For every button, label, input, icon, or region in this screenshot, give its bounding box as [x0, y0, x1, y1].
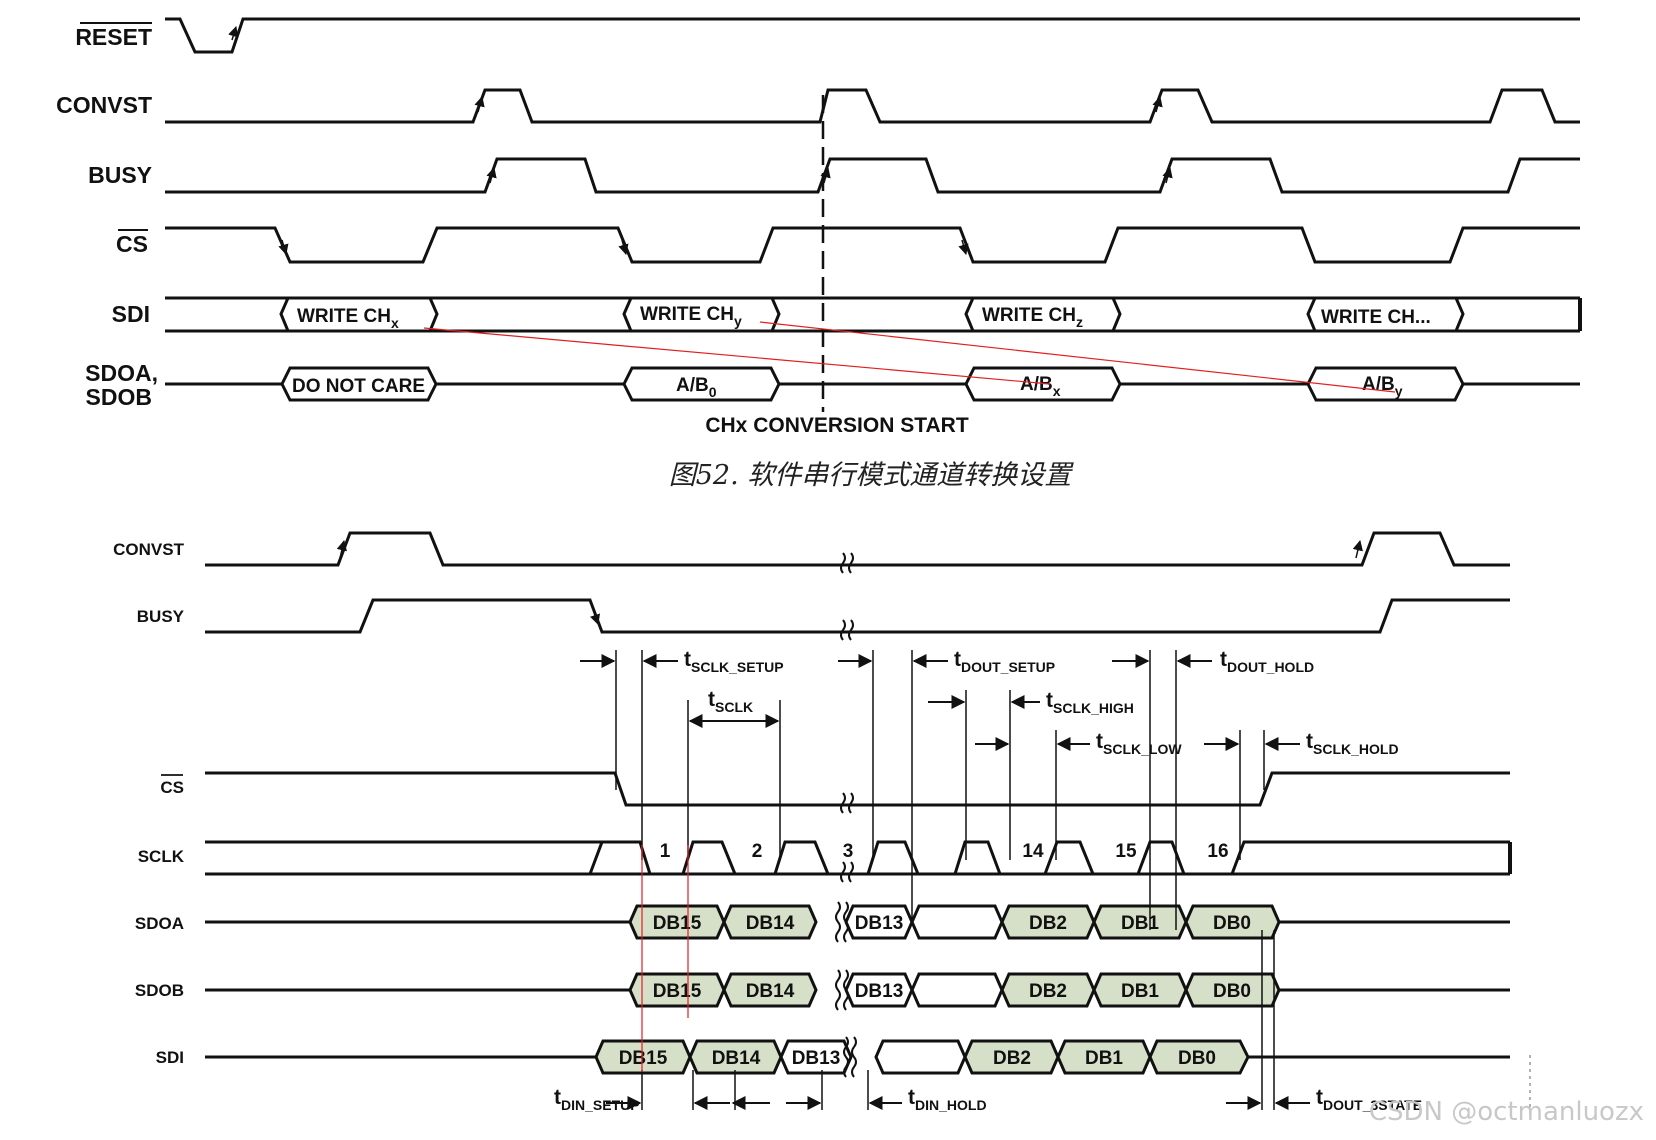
sdi-box-3-label: WRITE CHz: [982, 305, 1083, 330]
sdob-bit-db1: DB1: [1121, 981, 1159, 1002]
sdi-box-4: WRITE CH...: [1306, 296, 1465, 333]
sdi-bit-db1: DB1: [1085, 1048, 1123, 1069]
sdoa-bit-db0: DB0: [1213, 913, 1251, 934]
sdo-label-line1: SDOA,: [85, 360, 158, 386]
sdo-box-1-label: DO NOT CARE: [292, 376, 425, 397]
figure-caption: 图52. 软件串行模式通道转换设置: [669, 460, 1075, 491]
edge-arrows-fig1: [228, 25, 1173, 256]
busy-label-2: BUSY: [137, 607, 185, 626]
sdi-bus-2: [205, 1039, 1510, 1075]
cs-waveform-1: [165, 226, 1580, 264]
sdoa-bus: [205, 904, 1510, 940]
sdi-label: SDI: [112, 301, 150, 327]
sdo-box-2: A/B0: [622, 366, 781, 402]
sdoa-bit-db2: DB2: [1029, 913, 1067, 934]
sclk-waveform: [205, 840, 1512, 876]
csdn-watermark: CSDN @octmanluozx: [1369, 1097, 1644, 1127]
sdob-bit-db14: DB14: [746, 981, 795, 1002]
sdi-box-2-label: WRITE CHy: [640, 304, 742, 329]
sdo-box-2-label: A/B0: [676, 375, 717, 400]
t-din-setup-label: tDIN_SETUP: [554, 1086, 640, 1113]
convst-label: CONVST: [56, 92, 152, 118]
sdi-box-1-label: WRITE CHx: [297, 306, 399, 331]
t-sclk-setup-label: tSCLK_SETUP: [684, 648, 784, 675]
t-din-hold-label: tDIN_HOLD: [908, 1086, 987, 1113]
t-dout-hold-label: tDOUT_HOLD: [1220, 648, 1314, 675]
t-sclk-label: tSCLK: [708, 688, 753, 715]
sdo-label-line2: SDOB: [86, 384, 152, 410]
sclk-label: SCLK: [138, 847, 185, 866]
sclk-number-14: 14: [1022, 841, 1044, 862]
sdi-bit-db2: DB2: [993, 1048, 1031, 1069]
sdi-box-4-label: WRITE CH...: [1321, 307, 1431, 328]
sdoa-bit-db1: DB1: [1121, 913, 1159, 934]
sdob-label: SDOB: [135, 981, 184, 1000]
timing-arrows: [336, 539, 1363, 1110]
conversion-start-label: CHx CONVERSION START: [705, 414, 968, 437]
sdob-bit-db13: DB13: [855, 981, 904, 1002]
sclk-number-16: 16: [1207, 841, 1228, 862]
busy-waveform-2: [205, 598, 1510, 634]
sdob-bit-db15: DB15: [653, 981, 702, 1002]
sclk-number-1: 1: [660, 841, 671, 862]
sdob-bus: [205, 972, 1510, 1008]
t-dout-setup-label: tDOUT_SETUP: [954, 648, 1055, 675]
reset-waveform: [165, 17, 1580, 54]
convst-waveform-2: [205, 531, 1510, 567]
busy-label: BUSY: [88, 162, 152, 188]
figure-1: RESET CONVST BUSY CS SDI SDOA, SDOB WRIT…: [56, 17, 1582, 437]
sdob-bit-db2: DB2: [1029, 981, 1067, 1002]
timing-labels: tSCLK_SETUP tSCLK tDOUT_SETUP tDOUT_HOLD…: [554, 648, 1422, 1113]
cs-label-2: CS: [160, 778, 184, 797]
sdi-bit-db14: DB14: [712, 1048, 761, 1069]
timing-reference-lines: [615, 650, 1531, 1115]
sdi-label-2: SDI: [156, 1048, 184, 1067]
sdi-box-1: WRITE CHx: [279, 296, 439, 333]
sdoa-bit-db14: DB14: [746, 913, 795, 934]
sdob-bit-db0: DB0: [1213, 981, 1251, 1002]
reset-label: RESET: [75, 24, 152, 50]
sdo-box-3-label: A/Bx: [1020, 374, 1061, 399]
sdoa-bit-db13: DB13: [855, 913, 904, 934]
sdo-box-3: A/Bx: [964, 366, 1122, 402]
t-sclk-low-label: tSCLK_LOW: [1096, 730, 1182, 757]
cs-label: CS: [116, 231, 148, 257]
t-dout-3state-label: tDOUT_3STATE: [1316, 1086, 1422, 1113]
red-annotation-lines-fig2: [641, 845, 689, 1072]
convst-label-2: CONVST: [113, 540, 184, 559]
sdi-box-3: WRITE CHz: [964, 296, 1122, 333]
t-sclk-hold-label: tSCLK_HOLD: [1306, 730, 1399, 757]
red-annotation-lines-fig1: [423, 321, 1396, 393]
t-sclk-high-label: tSCLK_HIGH: [1046, 689, 1134, 716]
sdoa-label: SDOA: [135, 914, 184, 933]
sdoa-bit-db15: DB15: [653, 913, 702, 934]
sdo-box-4: A/By: [1306, 366, 1465, 402]
sclk-number-3: 3: [843, 841, 854, 862]
sdi-bit-db15: DB15: [619, 1048, 668, 1069]
sdi-bit-db0: DB0: [1178, 1048, 1216, 1069]
figure-2: CONVST BUSY CS SCLK SDOA SDOB SDI 1 2 3 …: [113, 531, 1531, 1115]
cs-waveform-2: [205, 771, 1510, 807]
sclk-number-2: 2: [752, 841, 763, 862]
sdi-bit-db13: DB13: [792, 1048, 841, 1069]
busy-waveform-1: [165, 157, 1580, 194]
sclk-number-15: 15: [1115, 841, 1137, 862]
sdo-box-1: DO NOT CARE: [280, 366, 438, 402]
time-break-marks: [835, 552, 857, 1078]
convst-waveform-1: [165, 88, 1580, 124]
sdi-box-2: WRITE CHy: [622, 296, 781, 333]
